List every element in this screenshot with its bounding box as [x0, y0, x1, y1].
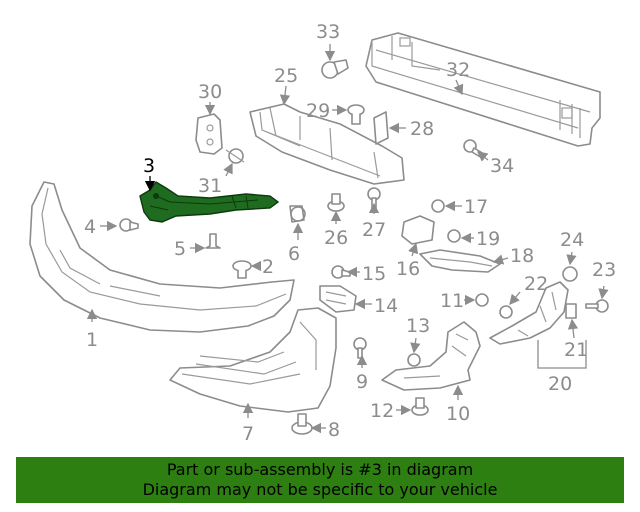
clip-29-part[interactable]	[347, 104, 365, 125]
clip-21-part[interactable]	[565, 303, 577, 319]
callout-17: 17	[464, 196, 488, 218]
screw-11-part[interactable]	[475, 293, 489, 307]
callout-21: 21	[564, 339, 588, 361]
lower-spoiler-part[interactable]	[169, 307, 337, 413]
upper-absorber-part[interactable]	[249, 103, 405, 185]
callout-16: 16	[396, 258, 420, 280]
callout-22: 22	[524, 273, 548, 295]
screw-4-part[interactable]	[119, 218, 139, 232]
clip-26-part[interactable]	[327, 193, 345, 212]
bolt-9-part[interactable]	[353, 337, 367, 359]
callout-20: 20	[548, 373, 572, 395]
screw-15-part[interactable]	[331, 265, 351, 279]
callout-7: 7	[242, 423, 254, 445]
callout-26: 26	[324, 227, 348, 249]
lower-bracket-10-part[interactable]	[381, 321, 481, 391]
parts-diagram: 33 32 25 30 29 28 34 31 3 4 6 26	[29, 21, 616, 445]
clip-24-part[interactable]	[562, 266, 578, 282]
clip-2-part[interactable]	[232, 260, 252, 279]
bolt-6-part[interactable]	[289, 205, 306, 223]
callout-5: 5	[174, 238, 186, 260]
callout-32: 32	[446, 59, 470, 81]
callout-28: 28	[410, 118, 434, 140]
clip-8-part[interactable]	[291, 413, 313, 435]
callout-24: 24	[560, 229, 584, 251]
screw-19-part[interactable]	[447, 229, 461, 243]
bolt-23-part[interactable]	[585, 299, 609, 313]
callout-11: 11	[440, 290, 464, 312]
callout-8: 8	[328, 419, 340, 441]
part-info-banner: Part or sub-assembly is #3 in diagram Di…	[16, 457, 624, 503]
callout-3: 3	[143, 155, 155, 177]
side-bracket-20-part[interactable]	[489, 281, 569, 345]
clip-31-part[interactable]	[225, 148, 245, 164]
callout-30: 30	[198, 81, 222, 103]
callout-19: 19	[476, 228, 500, 250]
callout-34: 34	[490, 155, 514, 177]
bracket-18-part[interactable]	[419, 249, 501, 273]
screw-22-part[interactable]	[499, 305, 513, 319]
callout-25: 25	[274, 65, 298, 87]
callout-23: 23	[592, 259, 616, 281]
banner-part-line: Part or sub-assembly is #3 in diagram	[166, 460, 474, 479]
screw-17-part[interactable]	[431, 199, 445, 213]
clip-12-part[interactable]	[411, 397, 429, 416]
callout-29: 29	[306, 100, 330, 122]
callout-27: 27	[362, 219, 386, 241]
callout-2: 2	[262, 256, 274, 278]
front-bumper-cover-part[interactable]	[29, 181, 295, 333]
callouts: 33 32 25 30 29 28 34 31 3 4 6 26	[84, 21, 616, 445]
reinforcement-beam-part[interactable]	[365, 32, 601, 147]
bolt-33-part[interactable]	[321, 59, 349, 79]
callout-1: 1	[86, 329, 98, 351]
callout-31: 31	[198, 175, 222, 197]
callout-4: 4	[84, 216, 96, 238]
callout-6: 6	[288, 243, 300, 265]
callout-12: 12	[370, 400, 394, 422]
bracket-28-part[interactable]	[373, 111, 389, 145]
banner-disclaimer-line: Diagram may not be specific to your vehi…	[142, 480, 498, 499]
callout-18: 18	[510, 245, 534, 267]
bolt-34-part[interactable]	[463, 139, 485, 159]
side-bracket-part-3[interactable]	[139, 181, 280, 223]
callout-13: 13	[406, 315, 430, 337]
bracket-30-part[interactable]	[195, 113, 223, 155]
callout-9: 9	[356, 371, 368, 393]
bolt-5-part[interactable]	[205, 233, 221, 249]
callout-15: 15	[362, 263, 386, 285]
bracket-14-part[interactable]	[319, 285, 357, 313]
screw-13-part[interactable]	[407, 353, 421, 367]
bracket-16-part[interactable]	[401, 215, 435, 245]
callout-33: 33	[316, 21, 340, 43]
callout-14: 14	[374, 295, 398, 317]
callout-10: 10	[446, 403, 470, 425]
